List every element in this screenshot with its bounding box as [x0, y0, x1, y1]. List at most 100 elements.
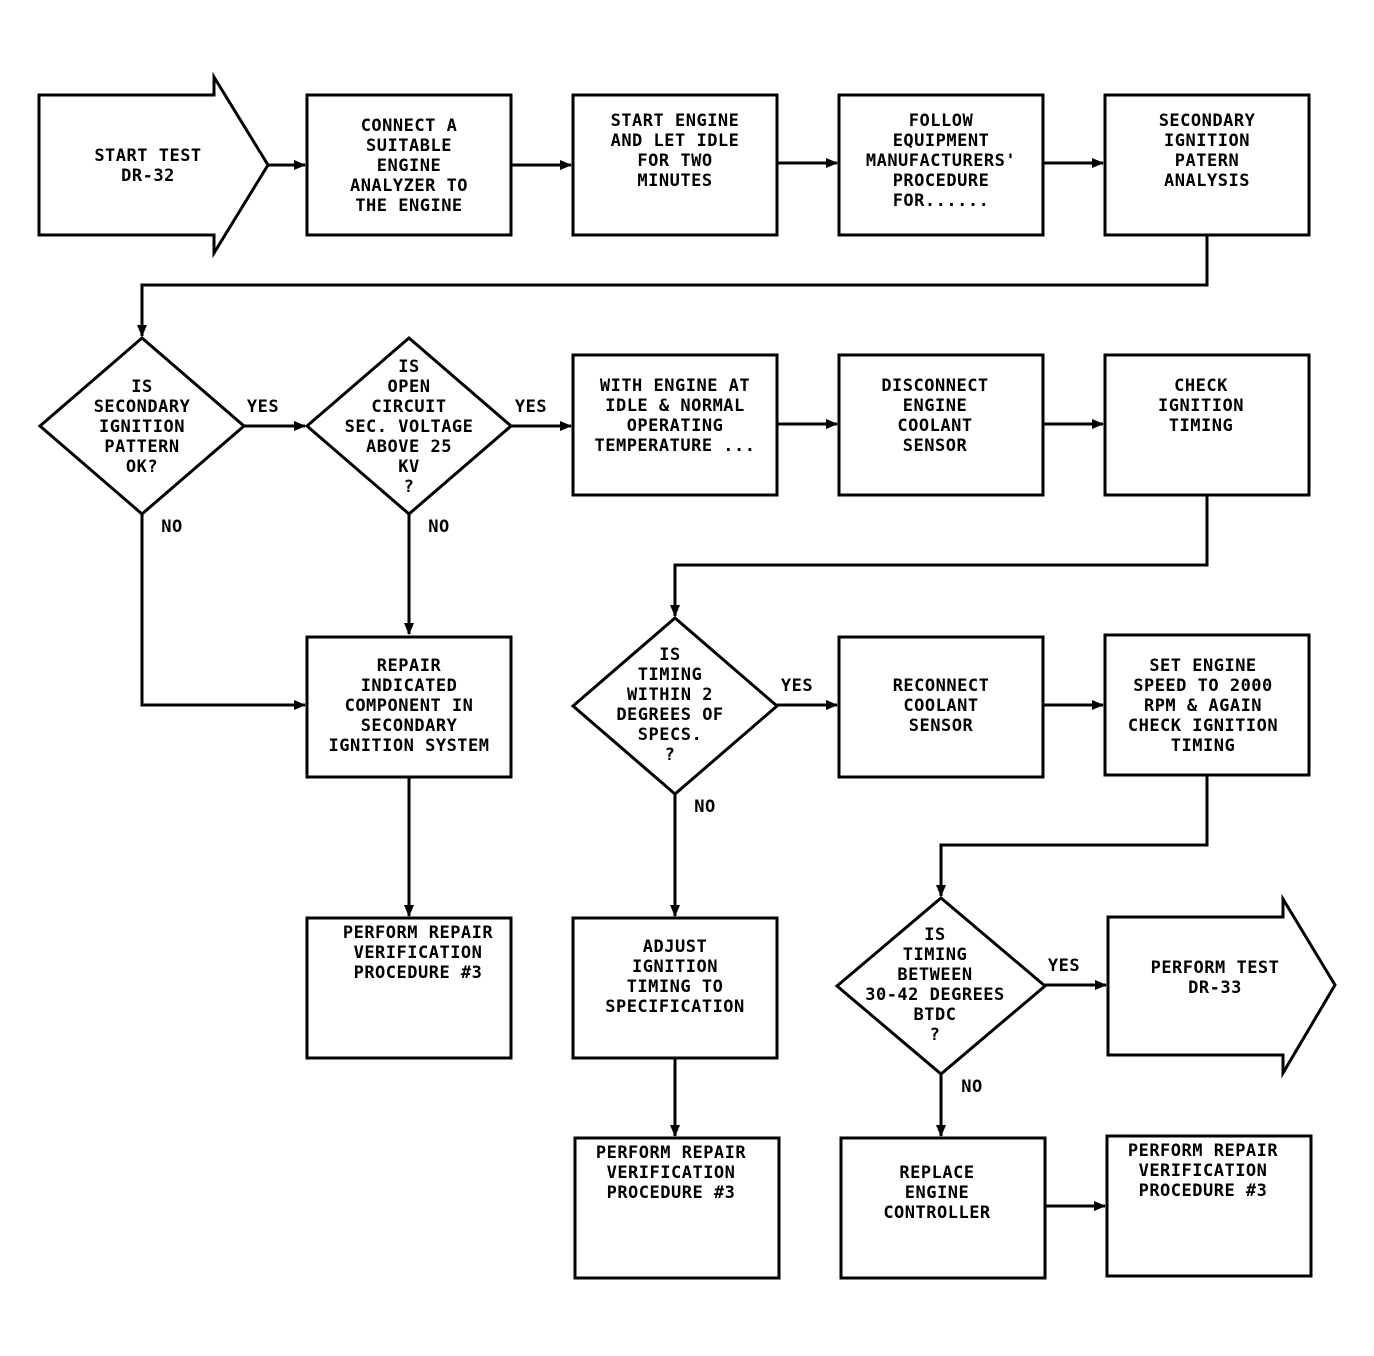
text-line: IS	[131, 377, 152, 397]
text-line: COOLANT	[903, 696, 978, 716]
yes-label-3: YES	[781, 676, 813, 696]
text-line: IGNITION	[1158, 396, 1244, 416]
text-line: SEC. VOLTAGE	[345, 417, 474, 437]
text-line: PERFORM REPAIR	[1128, 1141, 1279, 1161]
text-line: KV	[398, 457, 419, 477]
no-label-3: NO	[694, 797, 715, 817]
text-line: BTDC	[914, 1005, 957, 1025]
text-line: DISCONNECT	[881, 376, 988, 396]
text-line: TIMING	[638, 665, 702, 685]
text-line: INDICATED	[361, 676, 458, 696]
text-line: ANALYZER TO	[350, 176, 468, 196]
text-line: IDLE & NORMAL	[605, 396, 745, 416]
yes-label-2: YES	[515, 397, 547, 417]
text-line: VERIFICATION	[1139, 1161, 1268, 1181]
text-line: ABOVE 25	[366, 437, 452, 457]
text-line: VERIFICATION	[354, 943, 483, 963]
connector-check-qtiming	[670, 495, 1209, 617]
text-line: ENGINE	[905, 1183, 969, 1203]
text-line: SECONDARY	[94, 397, 191, 417]
text-line: IGNITION	[99, 417, 185, 437]
text-line: FOLLOW	[909, 111, 974, 131]
text-line: SECONDARY	[1159, 111, 1256, 131]
text-line: FOR TWO	[637, 151, 712, 171]
yes-label-4: YES	[1048, 956, 1080, 976]
yes-label-1: YES	[247, 397, 279, 417]
text-line: COOLANT	[897, 416, 972, 436]
text-line: SUITABLE	[366, 136, 452, 156]
text-line: SPEED TO 2000	[1133, 676, 1273, 696]
text-line: SENSOR	[909, 716, 974, 736]
text-line: START ENGINE	[611, 111, 740, 131]
text-line: IGNITION SYSTEM	[328, 736, 489, 756]
text-line: SENSOR	[903, 436, 968, 456]
text-line: PERFORM REPAIR	[596, 1143, 747, 1163]
text-line: MANUFACTURERS'	[866, 151, 1016, 171]
text-line: CONTROLLER	[883, 1203, 991, 1223]
connector-qpattern-no	[140, 514, 306, 710]
text-line: SET ENGINE	[1149, 656, 1256, 676]
text-line: SPECS.	[638, 725, 702, 745]
text-line: IS	[398, 357, 419, 377]
text-line: REPLACE	[899, 1163, 974, 1183]
connector-setspeed-qbetween	[936, 775, 1209, 897]
text-line: PATTERN	[104, 437, 179, 457]
text-line: OPERATING	[627, 416, 724, 436]
text-line: PROCEDURE #3	[1139, 1181, 1268, 1201]
text-line: CIRCUIT	[371, 397, 446, 417]
text-line: TEMPERATURE ...	[594, 436, 755, 456]
text-line: OK?	[126, 457, 158, 477]
text-line: ?	[404, 477, 415, 497]
text-line: RECONNECT	[893, 676, 990, 696]
text-line: RPM & AGAIN	[1144, 696, 1262, 716]
text-line: ?	[665, 745, 676, 765]
text-line: IGNITION	[632, 957, 718, 977]
text-line: COMPONENT IN	[345, 696, 474, 716]
text-line: VERIFICATION	[607, 1163, 736, 1183]
text-line: PERFORM REPAIR	[343, 923, 494, 943]
text-line: REPAIR	[377, 656, 442, 676]
text-line: BETWEEN	[897, 965, 972, 985]
text-line: CONNECT A	[361, 116, 458, 136]
text-line: SECONDARY	[361, 716, 458, 736]
text-line: CHECK IGNITION	[1128, 716, 1278, 736]
text-line: ENGINE	[903, 396, 967, 416]
text-line: TIMING TO	[627, 977, 724, 997]
text-line: THE ENGINE	[355, 196, 462, 216]
text-line: PERFORM TEST	[1151, 958, 1280, 978]
text-line: IGNITION	[1164, 131, 1250, 151]
text-line: TIMING	[1169, 416, 1233, 436]
text-line: AND LET IDLE	[611, 131, 740, 151]
text-line: ENGINE	[377, 156, 441, 176]
